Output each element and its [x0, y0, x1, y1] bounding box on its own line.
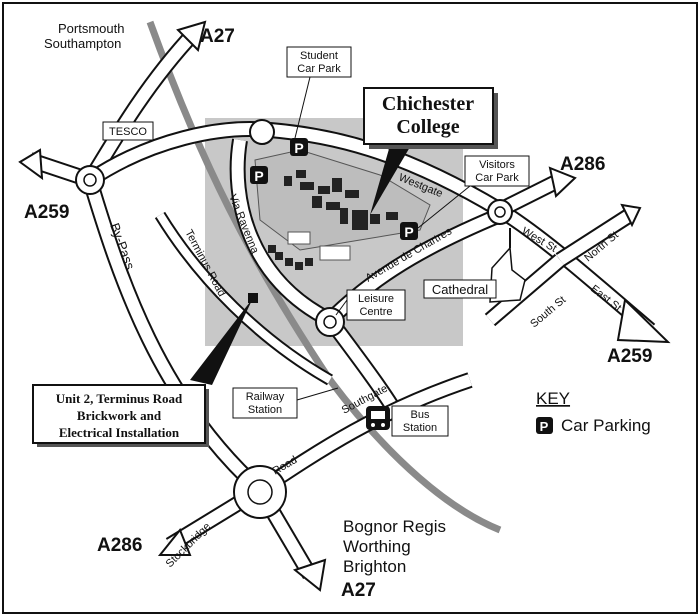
- unit2-label-line3: Electrical Installation: [59, 425, 180, 440]
- key-heading: KEY: [536, 389, 570, 408]
- key-parking-icon: P: [536, 417, 553, 434]
- destination-southampton: Southampton: [44, 36, 121, 51]
- roundabouts: [75, 119, 513, 519]
- destination-brighton: Brighton: [343, 557, 406, 576]
- road-a27-north: A27: [200, 26, 235, 47]
- railway-station-label-1: Railway: [246, 391, 285, 403]
- svg-text:P: P: [540, 419, 549, 434]
- college-pointer: [370, 128, 420, 215]
- visitors-car-park-label-2: Car Park: [475, 172, 519, 184]
- destination-bognor-regis: Bognor Regis: [343, 517, 446, 536]
- parking-sign-visitors: P: [400, 222, 418, 240]
- college-title-line1: Chichester: [382, 93, 474, 115]
- student-car-park-label-1: Student: [300, 50, 338, 62]
- unit2-label-box: [32, 384, 206, 444]
- tesco-label: TESCO: [109, 126, 147, 138]
- svg-text:P: P: [294, 140, 303, 156]
- parking-sign-student: P: [290, 138, 308, 156]
- key-car-parking-label: Car Parking: [561, 416, 651, 435]
- leisure-centre-label-2: Centre: [359, 306, 392, 318]
- railway-station-label-2: Station: [248, 404, 282, 416]
- label-boxes: [102, 46, 530, 437]
- leisure-centre-label-1: Leisure: [358, 293, 394, 305]
- unit2-label-line2: Brickwork and: [77, 408, 162, 423]
- student-car-park-label-2: Car Park: [297, 63, 341, 75]
- road-a286-east: A286: [560, 154, 605, 175]
- parking-sign-west: P: [250, 166, 268, 184]
- college-title-line2: College: [396, 116, 459, 138]
- unit2-label-line1: Unit 2, Terminus Road: [56, 391, 183, 406]
- cathedral-label: Cathedral: [432, 282, 488, 297]
- college-label-box: [363, 87, 494, 145]
- destination-portsmouth: Portsmouth: [58, 21, 124, 36]
- bus-icon: [366, 406, 390, 430]
- cathedral-icon: [489, 228, 526, 303]
- road-a286-west: A286: [97, 535, 142, 556]
- road-a259-west: A259: [24, 202, 69, 223]
- visitors-car-park-label-1: Visitors: [479, 159, 515, 171]
- direction-arrows: [18, 20, 671, 592]
- unit2-pointer: [190, 298, 253, 385]
- destination-worthing: Worthing: [343, 537, 411, 556]
- svg-text:P: P: [254, 168, 263, 184]
- bus-station-label-2: Station: [403, 422, 437, 434]
- bus-station-label-1: Bus: [411, 409, 430, 421]
- college-buildings: [254, 149, 431, 270]
- road-a259-east: A259: [607, 346, 652, 367]
- road-a27-south: A27: [341, 580, 376, 601]
- svg-text:P: P: [404, 224, 413, 240]
